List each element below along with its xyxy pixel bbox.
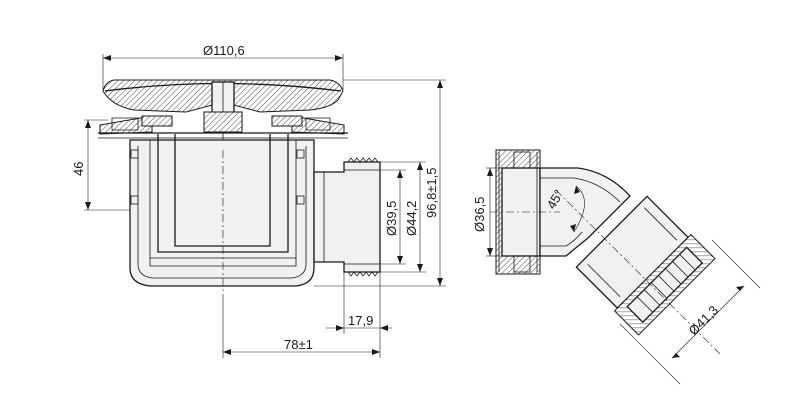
trap-height-label: 46: [71, 162, 86, 176]
trap-cover: [102, 79, 344, 144]
dimension-lines-right: [486, 167, 761, 385]
trap-body: [129, 139, 315, 287]
elbow-outlet-diameter-label: Ø41,3: [686, 302, 722, 338]
total-height-label: 96,8±1,5: [424, 167, 439, 218]
trap-outlet: [313, 157, 381, 277]
cover-diameter-label: Ø110,6: [203, 43, 245, 58]
outlet-length-label: 17,9: [348, 313, 373, 328]
trap-flange: [98, 115, 348, 139]
overall-length-label: 78±1: [284, 337, 313, 352]
elbow-diameter-label: Ø36,5: [472, 197, 487, 232]
elbow-section-view: [490, 149, 721, 355]
outlet-outer-diameter-label: Ø44,2: [404, 201, 419, 236]
shower-trap-section-view: [98, 79, 381, 300]
dimension-lines-left: [84, 54, 446, 358]
outlet-inner-diameter-label: Ø39,5: [384, 201, 399, 236]
